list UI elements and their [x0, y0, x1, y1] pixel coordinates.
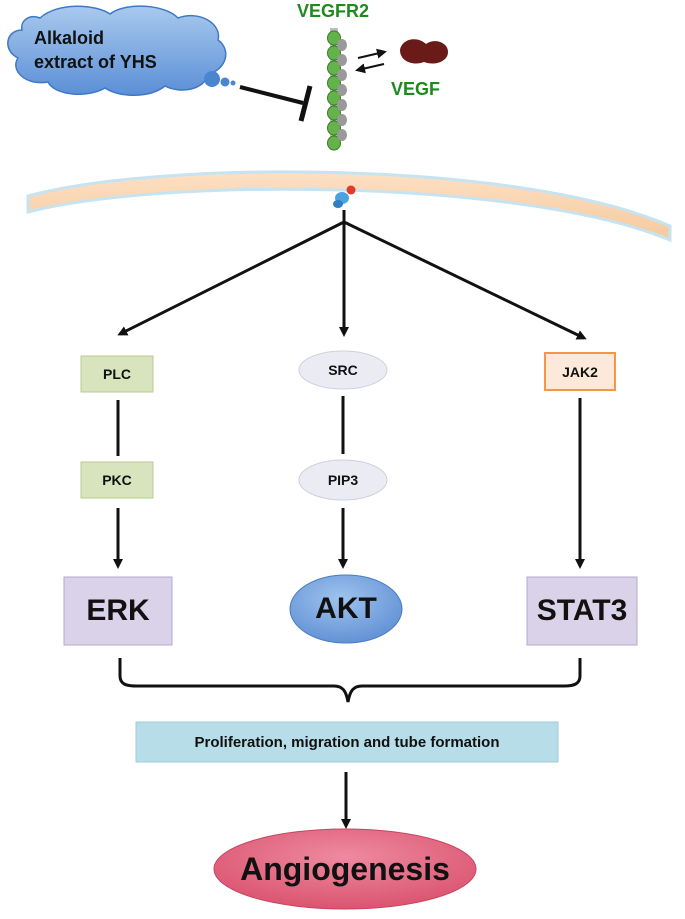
angiogenesis-label: Angiogenesis [240, 850, 450, 887]
result-label: Proliferation, migration and tube format… [194, 733, 500, 751]
vegf-ligand [400, 39, 448, 64]
pkc-node [80, 461, 154, 499]
akt-node [289, 574, 403, 644]
pip3-node [298, 459, 388, 501]
jak2-label: JAK2 [562, 363, 598, 380]
inhibition-symbol [239, 85, 313, 122]
kinase-domain-icon [333, 185, 356, 208]
convergence-brace [118, 658, 582, 703]
receptor-label: VEGFR2 [297, 1, 369, 21]
pathway-arrows [113, 396, 585, 569]
erk-label: ERK [86, 594, 150, 627]
inhibitor-label-line2: extract of YHS [34, 52, 157, 72]
angiogenesis-node [213, 828, 477, 910]
src-label: SRC [328, 362, 358, 378]
alkaloid-extract-cloud [7, 5, 236, 96]
jak2-node [544, 352, 616, 391]
result-box [135, 721, 559, 763]
erk-node [63, 576, 173, 646]
binding-arrows [355, 48, 387, 74]
cell-membrane [26, 170, 672, 243]
ligand-label: VEGF [391, 79, 440, 99]
stat3-label: STAT3 [536, 594, 628, 627]
inhibitor-label-line1: Alkaloid [34, 28, 104, 48]
akt-label: AKT [315, 592, 377, 625]
plc-node [80, 355, 154, 393]
vegfr2-receptor [327, 28, 347, 151]
branch-arrows [117, 210, 587, 340]
src-node [298, 350, 388, 390]
plc-label: PLC [103, 366, 131, 382]
stat3-node [526, 576, 638, 646]
pkc-label: PKC [102, 472, 132, 488]
pip3-label: PIP3 [327, 472, 359, 488]
